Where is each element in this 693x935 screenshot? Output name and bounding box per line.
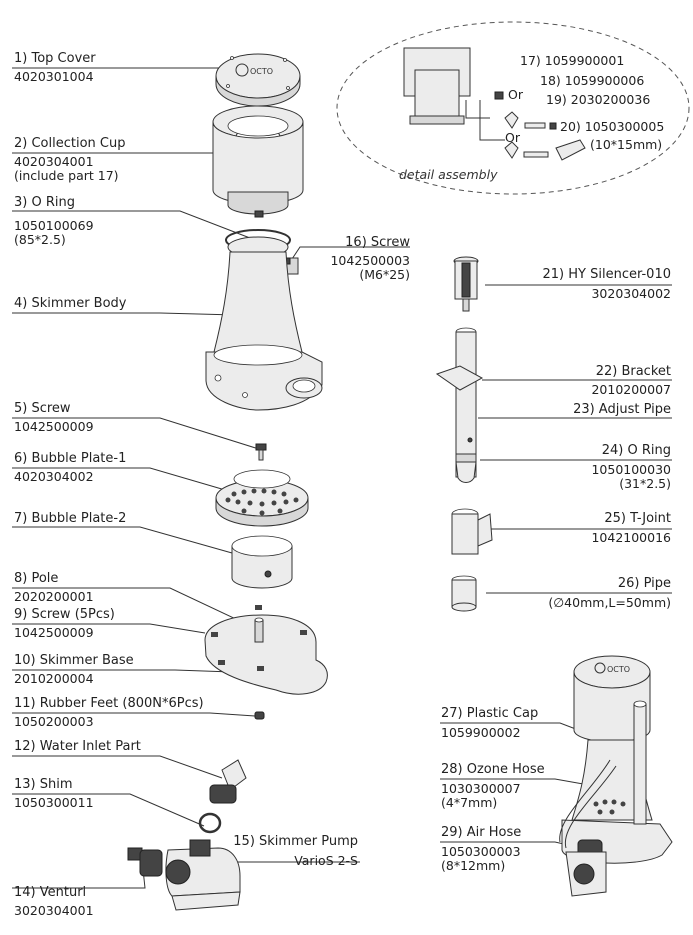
part-9-code: 1042500009 [14, 625, 94, 640]
pipe-part [451, 575, 477, 612]
part-24-note: (31*2.5) [619, 476, 671, 491]
silencer-part [453, 256, 479, 312]
top-cover-logo: OCTO [250, 67, 273, 76]
shim-part [198, 812, 222, 834]
part-28-label: 28) Ozone Hose [441, 762, 545, 777]
part-20-note: (10*15mm) [590, 137, 663, 152]
part-1-label: 1) Top Cover [14, 51, 96, 66]
adjust-pipe-part [435, 327, 484, 483]
part-14-code: 3020304001 [14, 903, 94, 918]
part-26-label: 26) Pipe [617, 576, 671, 591]
part-20-label: 20) 1050300005 [560, 119, 665, 134]
or-label-1: Or [508, 87, 523, 102]
part-2-note: (include part 17) [14, 168, 119, 183]
part-16-note: (M6*25) [359, 267, 410, 282]
part-29-label: 29) Air Hose [441, 825, 522, 840]
part-27-label: 27) Plastic Cap [441, 706, 539, 721]
bubble-plate-1-part [215, 469, 309, 527]
part-5-code: 1042500009 [14, 419, 94, 434]
part-12-label: 12) Water Inlet Part [14, 739, 141, 754]
screw-5-part [255, 443, 267, 461]
part-17-label: 17) 1059900001 [520, 53, 625, 68]
part-11-code: 1050200003 [14, 714, 94, 729]
part-28-note: (4*7mm) [441, 795, 498, 810]
part-13-label: 13) Shim [14, 777, 73, 792]
part-9-label: 9) Screw (5Pcs) [14, 607, 115, 622]
collection-cup-part [212, 105, 304, 218]
skimmer-pump-part [127, 839, 241, 911]
part-6-label: 6) Bubble Plate-1 [14, 451, 127, 466]
part-10-label: 10) Skimmer Base [14, 653, 134, 668]
part-2-code: 4020304001 [14, 154, 94, 169]
part-10-code: 2010200004 [14, 671, 94, 686]
part-24-code: 1050100030 [591, 462, 671, 477]
part-7-label: 7) Bubble Plate-2 [14, 511, 127, 526]
part-21-code: 3020304002 [591, 286, 671, 301]
assembly-logo: OCTO [607, 665, 630, 674]
part-22-code: 2010200007 [591, 382, 671, 397]
water-inlet-part [209, 759, 247, 804]
part-27-code: 1059900002 [441, 725, 521, 740]
part-15-label: 15) Skimmer Pump [233, 834, 358, 849]
part-4-label: 4) Skimmer Body [14, 296, 127, 311]
part-19-label: 19) 2030200036 [546, 92, 651, 107]
part-26-code: (∅40mm,L=50mm) [548, 595, 671, 610]
top-cover-part: OCTO [215, 53, 301, 107]
skimmer-base-part [204, 605, 328, 695]
part-5-label: 5) Screw [14, 401, 71, 416]
assembled-skimmer-part: OCTO [559, 655, 673, 897]
part-3-note: (85*2.5) [14, 232, 66, 247]
part-23-label: 23) Adjust Pipe [573, 402, 671, 417]
part-6-code: 4020304002 [14, 469, 94, 484]
part-25-label: 25) T-Joint [604, 511, 671, 526]
part-2-label: 2) Collection Cup [14, 136, 126, 151]
part-8-code: 2020200001 [14, 589, 94, 604]
part-25-code: 1042100016 [591, 530, 671, 545]
part-18-label: 18) 1059900006 [540, 73, 645, 88]
part-21-label: 21) HY Silencer-010 [542, 267, 671, 282]
part-3-label: 3) O Ring [14, 195, 75, 210]
part-8-label: 8) Pole [14, 571, 59, 586]
bubble-plate-2-part [231, 535, 293, 589]
part-14-label: 14) Venturi [14, 885, 87, 900]
part-29-code: 1050300003 [441, 844, 521, 859]
t-joint-part [451, 508, 493, 555]
part-29-note: (8*12mm) [441, 858, 506, 873]
part-3-code: 1050100069 [14, 218, 94, 233]
part-13-code: 1050300011 [14, 795, 94, 810]
part-24-label: 24) O Ring [601, 443, 671, 458]
or-label-2: Or [505, 130, 520, 145]
detail-caption: detail assembly [399, 167, 498, 182]
part-16-label: 16) Screw [345, 235, 410, 250]
detail-assembly-callout [336, 21, 690, 195]
part-11-label: 11) Rubber Feet (800N*6Pcs) [14, 696, 204, 711]
part-22-label: 22) Bracket [595, 364, 671, 379]
part-16-code: 1042500003 [330, 253, 410, 268]
skimmer-body-part [205, 229, 323, 411]
part-28-code: 1030300007 [441, 781, 521, 796]
part-1-code: 4020301004 [14, 69, 94, 84]
rubber-feet-part [254, 711, 265, 720]
part-15-code: VarioS 2-S [294, 853, 358, 868]
